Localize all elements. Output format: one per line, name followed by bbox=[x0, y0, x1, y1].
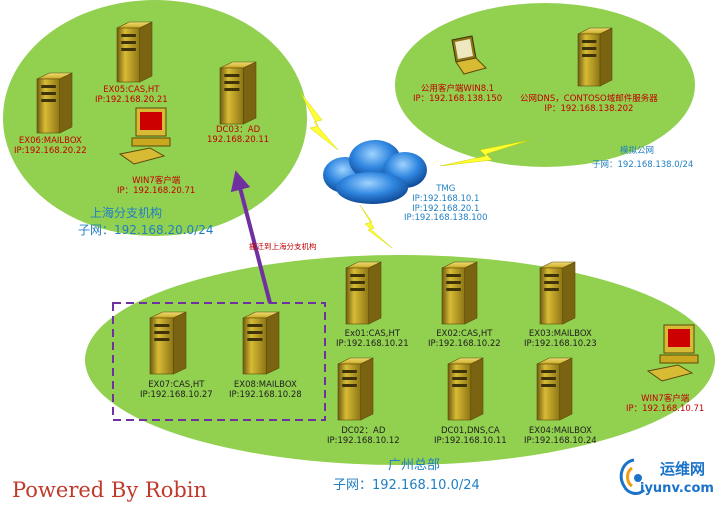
lightning-guangzhou bbox=[359, 204, 393, 249]
public-client-pc-icon bbox=[451, 35, 487, 75]
migration-label: 搬迁到上海分支机构 bbox=[249, 242, 317, 251]
tmg-label: TMG IP:192.168.10.1 IP:192.168.20.1 IP:1… bbox=[404, 184, 488, 224]
lightning-shanghai bbox=[299, 91, 339, 151]
public-title: 模拟公网 bbox=[620, 146, 655, 156]
migration-box bbox=[112, 302, 326, 421]
public-server-label: 公网DNS，CONTOSO域邮件服务器 IP：192.168.138.202 bbox=[520, 94, 658, 114]
public-client-label: 公用客户端WIN8.1 IP：192.168.138.150 bbox=[413, 84, 503, 104]
server-icon-public-srv bbox=[577, 27, 613, 87]
ex06-label: EX06:MAILBOX IP:192.168.20.22 bbox=[14, 136, 87, 156]
dc01-label: DC01,DNS,CA IP:192.168.10.11 bbox=[434, 426, 507, 446]
guangzhou-subnet: 子网：192.168.10.0/24 bbox=[333, 478, 480, 493]
server-icon-ex02 bbox=[441, 261, 478, 325]
shanghai-client-label: WIN7客户端 IP：192.168.20.71 bbox=[117, 176, 196, 196]
ex08-label: EX08:MAILBOX IP:192.168.10.28 bbox=[229, 380, 302, 400]
shanghai-title: 上海分支机构 bbox=[90, 206, 163, 220]
server-icon-dc02 bbox=[337, 357, 374, 421]
ex01-label: Ex01:CAS,HT IP:192.168.10.21 bbox=[336, 329, 409, 349]
ex07-label: EX07:CAS,HT IP:192.168.10.27 bbox=[140, 380, 213, 400]
guangzhou-client-pc-icon bbox=[646, 324, 699, 382]
server-icon-ex01 bbox=[345, 261, 382, 325]
ex03-label: EX03:MAILBOX IP:192.168.10.23 bbox=[524, 329, 597, 349]
server-icon-ex08 bbox=[242, 311, 280, 375]
shanghai-subnet: 子网：192.168.20.0/24 bbox=[78, 223, 214, 237]
guangzhou-client-label: WIN7客户端 IP：192.168.10.71 bbox=[626, 394, 705, 414]
server-icon-ex04 bbox=[536, 357, 573, 421]
internet-cloud-icon bbox=[323, 140, 427, 204]
logo-url: iyunv.com bbox=[640, 481, 714, 496]
shanghai-client-pc-icon bbox=[118, 107, 171, 165]
public-subnet: 子网：192.168.138.0/24 bbox=[592, 160, 694, 170]
logo-text: 运维网 bbox=[660, 460, 706, 478]
server-icon-ex03 bbox=[539, 261, 576, 325]
powered-by-watermark: Powered By Robin bbox=[12, 478, 208, 502]
ex05-label: EX05:CAS,HT IP:192.168.20.21 bbox=[95, 85, 168, 105]
migration-arrow bbox=[230, 170, 272, 304]
dc02-label: DC02：AD IP:192.168.10.12 bbox=[327, 426, 400, 446]
server-icon-dc01 bbox=[447, 357, 484, 421]
server-icon-dc03 bbox=[219, 61, 257, 125]
server-icon-ex06 bbox=[36, 72, 73, 134]
server-icon-ex05 bbox=[116, 21, 153, 83]
ex02-label: EX02:CAS,HT IP:192.168.10.22 bbox=[428, 329, 501, 349]
guangzhou-title: 广州总部 bbox=[388, 458, 441, 473]
lightning-public bbox=[439, 139, 531, 167]
server-icon-ex07 bbox=[149, 311, 187, 375]
ex04-label: EX04:MAILBOX IP:192.168.10.24 bbox=[524, 426, 597, 446]
iyunv-logo-icon bbox=[619, 458, 646, 495]
dc03-label: DC03：AD 192.168.20.11 bbox=[207, 125, 270, 145]
